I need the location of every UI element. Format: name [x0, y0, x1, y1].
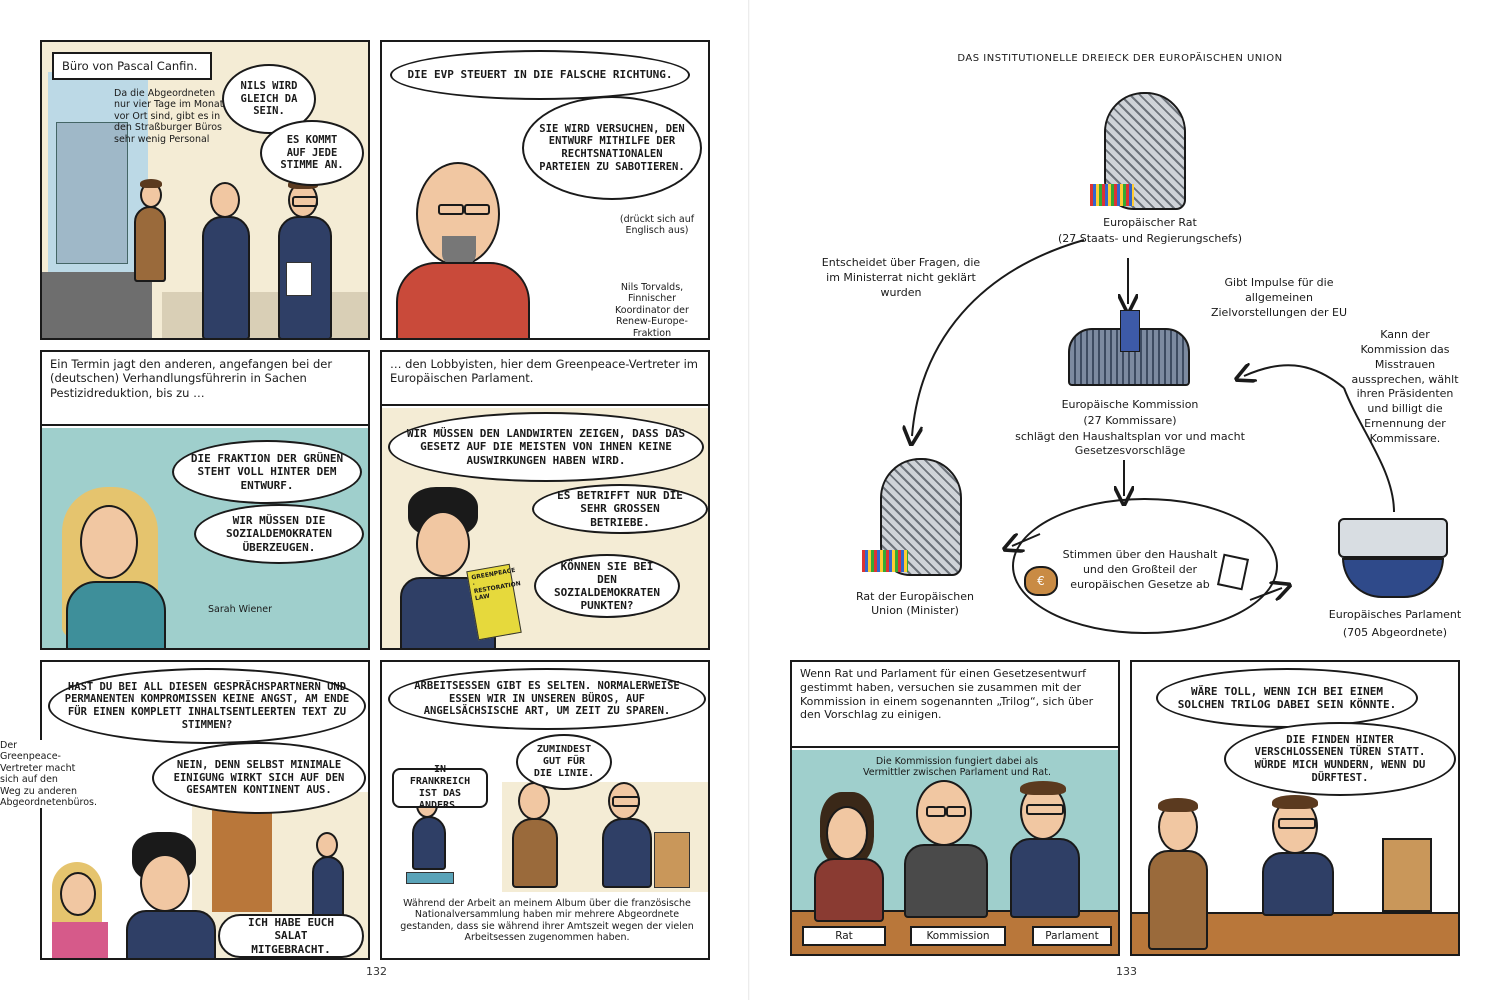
panel-5-balloon-1: Hast du bei all diesen Gesprächspartnern… — [48, 668, 366, 744]
panel-3-note-person: Sarah Wiener — [208, 604, 273, 615]
panel-1: Büro von Pascal Canfin. Da die Abgeordne… — [40, 40, 370, 340]
panel-3: Ein Termin jagt den anderen, angefangen … — [40, 350, 370, 650]
commission-sub: (27 Kommissare) — [1083, 414, 1177, 427]
european-commission-building — [1068, 310, 1190, 388]
panel-8-balloon-1: Wäre toll, wenn ich bei einem solchen Tr… — [1156, 668, 1418, 728]
diagram-top-right-text: Gibt Impulse für die allgemeinen Zielvor… — [1210, 276, 1348, 319]
panel-1-balloon-2: Es kommt auf jede Stimme an. — [260, 120, 364, 186]
panel-5-balloon-2: Nein, denn selbst minimale Einigung wirk… — [152, 742, 366, 814]
european-council-building — [1090, 92, 1200, 212]
panel-6-note-bottom: Während der Arbeit an meinem Album über … — [400, 898, 694, 944]
panel-5-note-side: Der Greenpeace-Vertreter macht sich auf … — [0, 740, 97, 809]
window-sill — [42, 272, 152, 338]
left-page: Büro von Pascal Canfin. Da die Abgeordne… — [0, 40, 710, 978]
parliament-sub: (705 Abgeordnete) — [1342, 626, 1448, 639]
panel-6: Arbeitsessen gibt es selten. Normalerwei… — [380, 660, 710, 960]
flags-icon — [1090, 184, 1134, 206]
window-building — [56, 122, 128, 264]
panel-5-balloon-3: Ich habe euch Salat mitgebracht. — [218, 914, 364, 958]
paper-bag-icon — [1382, 838, 1432, 912]
panel-1-caption-title: Büro von Pascal Canfin. — [52, 52, 212, 81]
floor — [162, 292, 368, 338]
flags-icon — [862, 550, 908, 572]
panel-7-note-top: Die Kommission fungiert dabei als Vermit… — [863, 756, 1051, 779]
panel-6-balloon-2: Zumindest gut für die Linie. — [516, 734, 612, 790]
panel-2-balloon-1: Die EVP steuert in die falsche Richtung. — [390, 50, 690, 100]
european-parliament-building — [1338, 518, 1448, 600]
panel-4-balloon-2: Es betrifft nur die sehr großen Betriebe… — [532, 484, 708, 534]
panel-5: Hast du bei all diesen Gesprächspartnern… — [40, 660, 370, 960]
panel-4-balloon-3: Können Sie bei den Sozialdemokraten punk… — [534, 554, 680, 618]
panel-2-balloon-2: Sie wird versuchen, den Entwurf mithilfe… — [522, 96, 702, 200]
commission-label: Europäische Kommission — [1061, 398, 1199, 411]
panel-3-balloon-2: Wir müssen die Sozialdemokraten überzeug… — [194, 504, 364, 564]
arrow-parliament-to-commission — [1244, 365, 1345, 389]
red-sweater — [396, 262, 530, 338]
diagram-right-text: Kann der Kommission das Misstrauen aussp… — [1351, 328, 1459, 445]
diagram-left-text: Entscheidet über Fragen, die im Minister… — [821, 256, 981, 299]
panel-4-caption: … den Lobbyisten, hier dem Greenpeace-Ve… — [382, 352, 708, 406]
panel-1-balloon-1: Nils wird gleich da sein. — [222, 64, 316, 134]
budget-loop — [1012, 498, 1278, 634]
page-number-left: 132 — [366, 965, 387, 978]
panel-1-caption-note: Da die Abgeordneten nur vier Tage im Mon… — [114, 88, 224, 145]
panel-8-balloon-2: Die finden hinter verschlossenen Türen s… — [1224, 722, 1456, 796]
eu-triangle-diagram: Das institutionelle Dreieck der Europäis… — [750, 0, 1500, 650]
panel-7-caption: Wenn Rat und Parlament für einen Gesetze… — [792, 662, 1118, 748]
desk-label-kommission: Kommission — [910, 926, 1006, 946]
page-number-right: 133 — [1116, 965, 1137, 978]
panel-2-note-person: Nils Torvalds, Finnischer Koordinator de… — [615, 282, 689, 339]
panel-8: Wäre toll, wenn ich bei einem solchen Tr… — [1130, 660, 1460, 956]
diagram-title: Das institutionelle Dreieck der Europäis… — [957, 53, 1283, 64]
right-page: Das institutionelle Dreieck der Europäis… — [750, 0, 1500, 1000]
panel-7: Wenn Rat und Parlament für einen Gesetze… — [790, 660, 1120, 956]
council-label: Europäischer Rat — [1103, 216, 1197, 229]
panel-6-balloon-1: Arbeitsessen gibt es selten. Normalerwei… — [388, 668, 706, 730]
panel-2: Die EVP steuert in die falsche Richtung.… — [380, 40, 710, 340]
commission-role: schlägt den Haushaltsplan vor und macht … — [1015, 430, 1245, 458]
desk-label-parlament: Parlament — [1032, 926, 1112, 946]
panel-6-balloon-3: In Frankreich ist das anders. — [392, 764, 488, 811]
council-eu-label: Rat der Europäischen Union (Minister) — [856, 590, 974, 618]
diagram-bottom-text: Stimmen über den Haushalt und den Großte… — [1062, 548, 1218, 591]
money-bag-icon: € — [1024, 566, 1058, 596]
panel-3-balloon-1: Die Fraktion der Grünen steht voll hinte… — [172, 440, 362, 504]
parliament-label: Europäisches Parlament — [1328, 608, 1462, 621]
council-sub: (27 Staats- und Regierungschefs) — [1057, 232, 1243, 245]
desk-label-rat: Rat — [802, 926, 886, 946]
panel-2-note-english: (drückt sich auf Englisch aus) — [619, 214, 695, 237]
council-eu-building — [862, 458, 972, 578]
panel-3-caption: Ein Termin jagt den anderen, angefangen … — [42, 352, 368, 426]
panel-4: GREENPEACE · RESTORATION LAW … den Lobby… — [380, 350, 710, 650]
panel-4-balloon-1: Wir müssen den Landwirten zeigen, dass d… — [388, 412, 704, 482]
